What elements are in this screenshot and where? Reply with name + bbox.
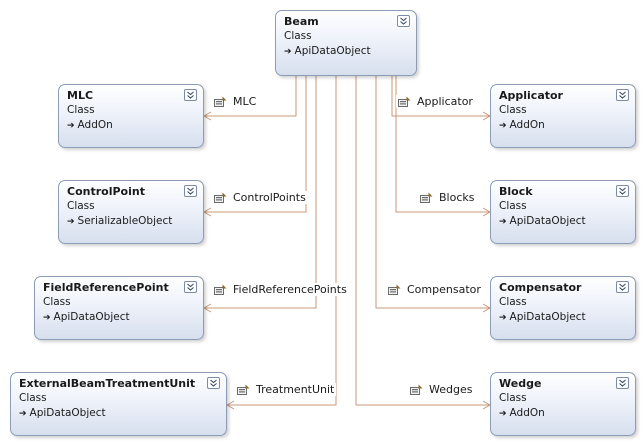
- class-stereotype: Class: [499, 104, 527, 116]
- class-box-externalbeamtreatmentunit[interactable]: ExternalBeamTreatmentUnit Class ➔ApiData…: [10, 372, 227, 436]
- class-base: ➔AddOn: [67, 117, 195, 134]
- class-base-name: ApiDataObject: [509, 311, 586, 323]
- class-base: ➔AddOn: [499, 405, 627, 422]
- class-base-name: AddOn: [77, 119, 113, 131]
- association-label-wedges[interactable]: Wedges: [408, 383, 475, 396]
- association-label-applicator[interactable]: Applicator: [396, 95, 475, 108]
- class-box-beam[interactable]: Beam Class ➔ApiDataObject: [275, 10, 417, 76]
- inheritance-arrow-icon: ➔: [19, 409, 27, 419]
- class-stereotype: Class: [43, 296, 71, 308]
- association-label-text: FieldReferencePoints: [233, 283, 347, 296]
- class-base: ➔AddOn: [499, 117, 627, 134]
- class-name: ControlPoint: [67, 185, 145, 198]
- class-base-name: ApiDataObject: [509, 215, 586, 227]
- chevron-double-down-icon[interactable]: [616, 377, 629, 389]
- class-base-name: AddOn: [509, 119, 545, 131]
- inheritance-arrow-icon: ➔: [499, 121, 507, 131]
- connector-fieldreferencepoints: [204, 76, 317, 309]
- connector-treatmentunit: [227, 76, 337, 406]
- connector-applicator: [391, 76, 490, 117]
- class-box-compensator[interactable]: Compensator Class ➔ApiDataObject: [490, 276, 636, 340]
- inheritance-arrow-icon: ➔: [43, 313, 51, 323]
- class-box-fieldreferencepoint[interactable]: FieldReferencePoint Class ➔ApiDataObject: [34, 276, 204, 340]
- class-name: Wedge: [499, 377, 542, 390]
- association-label-text: Compensator: [407, 283, 481, 296]
- property-icon: [398, 96, 411, 107]
- class-box-block[interactable]: Block Class ➔ApiDataObject: [490, 180, 636, 244]
- chevron-double-down-icon[interactable]: [616, 185, 629, 197]
- class-base: ➔ApiDataObject: [284, 43, 408, 60]
- chevron-double-down-icon[interactable]: [184, 185, 197, 197]
- property-icon: [388, 284, 401, 295]
- association-label-controlpoints[interactable]: ControlPoints: [212, 191, 308, 204]
- inheritance-arrow-icon: ➔: [284, 47, 292, 57]
- class-stereotype: Class: [499, 200, 527, 212]
- class-box-wedge[interactable]: Wedge Class ➔AddOn: [490, 372, 636, 436]
- connector-mlc: [204, 76, 297, 117]
- property-icon: [410, 384, 423, 395]
- class-name: Compensator: [499, 281, 582, 294]
- class-base-name: ApiDataObject: [53, 311, 130, 323]
- class-box-applicator[interactable]: Applicator Class ➔AddOn: [490, 84, 636, 148]
- class-base: ➔ApiDataObject: [19, 405, 218, 422]
- property-icon: [237, 384, 250, 395]
- class-base-name: ApiDataObject: [29, 407, 106, 419]
- association-label-treatmentunit[interactable]: TreatmentUnit: [235, 383, 337, 396]
- chevron-double-down-icon[interactable]: [616, 281, 629, 293]
- inheritance-arrow-icon: ➔: [499, 217, 507, 227]
- chevron-double-down-icon[interactable]: [184, 281, 197, 293]
- class-base: ➔ApiDataObject: [499, 213, 627, 230]
- class-stereotype: Class: [19, 392, 47, 404]
- class-stereotype: Class: [67, 104, 95, 116]
- association-label-text: Applicator: [417, 95, 473, 108]
- inheritance-arrow-icon: ➔: [499, 313, 507, 323]
- property-icon: [420, 192, 433, 203]
- chevron-double-down-icon[interactable]: [207, 377, 220, 389]
- class-name: MLC: [67, 89, 94, 102]
- connector-controlpoints: [204, 76, 307, 213]
- connector-wedges: [355, 76, 490, 406]
- association-label-blocks[interactable]: Blocks: [418, 191, 477, 204]
- class-name: FieldReferencePoint: [43, 281, 169, 294]
- class-base-name: ApiDataObject: [294, 45, 371, 57]
- association-label-text: Wedges: [429, 383, 473, 396]
- property-icon: [214, 192, 227, 203]
- class-name: ExternalBeamTreatmentUnit: [19, 377, 196, 390]
- connector-blocks: [395, 76, 490, 213]
- inheritance-arrow-icon: ➔: [67, 217, 75, 227]
- class-stereotype: Class: [499, 392, 527, 404]
- class-name: Applicator: [499, 89, 563, 102]
- inheritance-arrow-icon: ➔: [67, 121, 75, 131]
- association-label-compensator[interactable]: Compensator: [386, 283, 483, 296]
- chevron-double-down-icon[interactable]: [184, 89, 197, 101]
- association-label-text: Blocks: [439, 191, 475, 204]
- class-base-name: SerializableObject: [77, 215, 173, 227]
- class-base: ➔SerializableObject: [67, 213, 195, 230]
- chevron-double-down-icon[interactable]: [397, 15, 410, 27]
- association-label-text: TreatmentUnit: [256, 383, 335, 396]
- class-stereotype: Class: [499, 296, 527, 308]
- class-base-name: AddOn: [509, 407, 545, 419]
- class-name: Block: [499, 185, 533, 198]
- class-stereotype: Class: [284, 30, 312, 42]
- association-label-mlc[interactable]: MLC: [212, 95, 259, 108]
- inheritance-arrow-icon: ➔: [499, 409, 507, 419]
- class-name: Beam: [284, 15, 319, 28]
- class-box-mlc[interactable]: MLC Class ➔AddOn: [58, 84, 204, 148]
- class-base: ➔ApiDataObject: [43, 309, 195, 326]
- association-label-fieldreferencepoints[interactable]: FieldReferencePoints: [212, 283, 349, 296]
- property-icon: [214, 96, 227, 107]
- association-label-text: ControlPoints: [233, 191, 306, 204]
- association-label-text: MLC: [233, 95, 257, 108]
- chevron-double-down-icon[interactable]: [616, 89, 629, 101]
- property-icon: [214, 284, 227, 295]
- connector-compensator: [375, 76, 490, 309]
- class-base: ➔ApiDataObject: [499, 309, 627, 326]
- class-stereotype: Class: [67, 200, 95, 212]
- class-box-controlpoint[interactable]: ControlPoint Class ➔SerializableObject: [58, 180, 204, 244]
